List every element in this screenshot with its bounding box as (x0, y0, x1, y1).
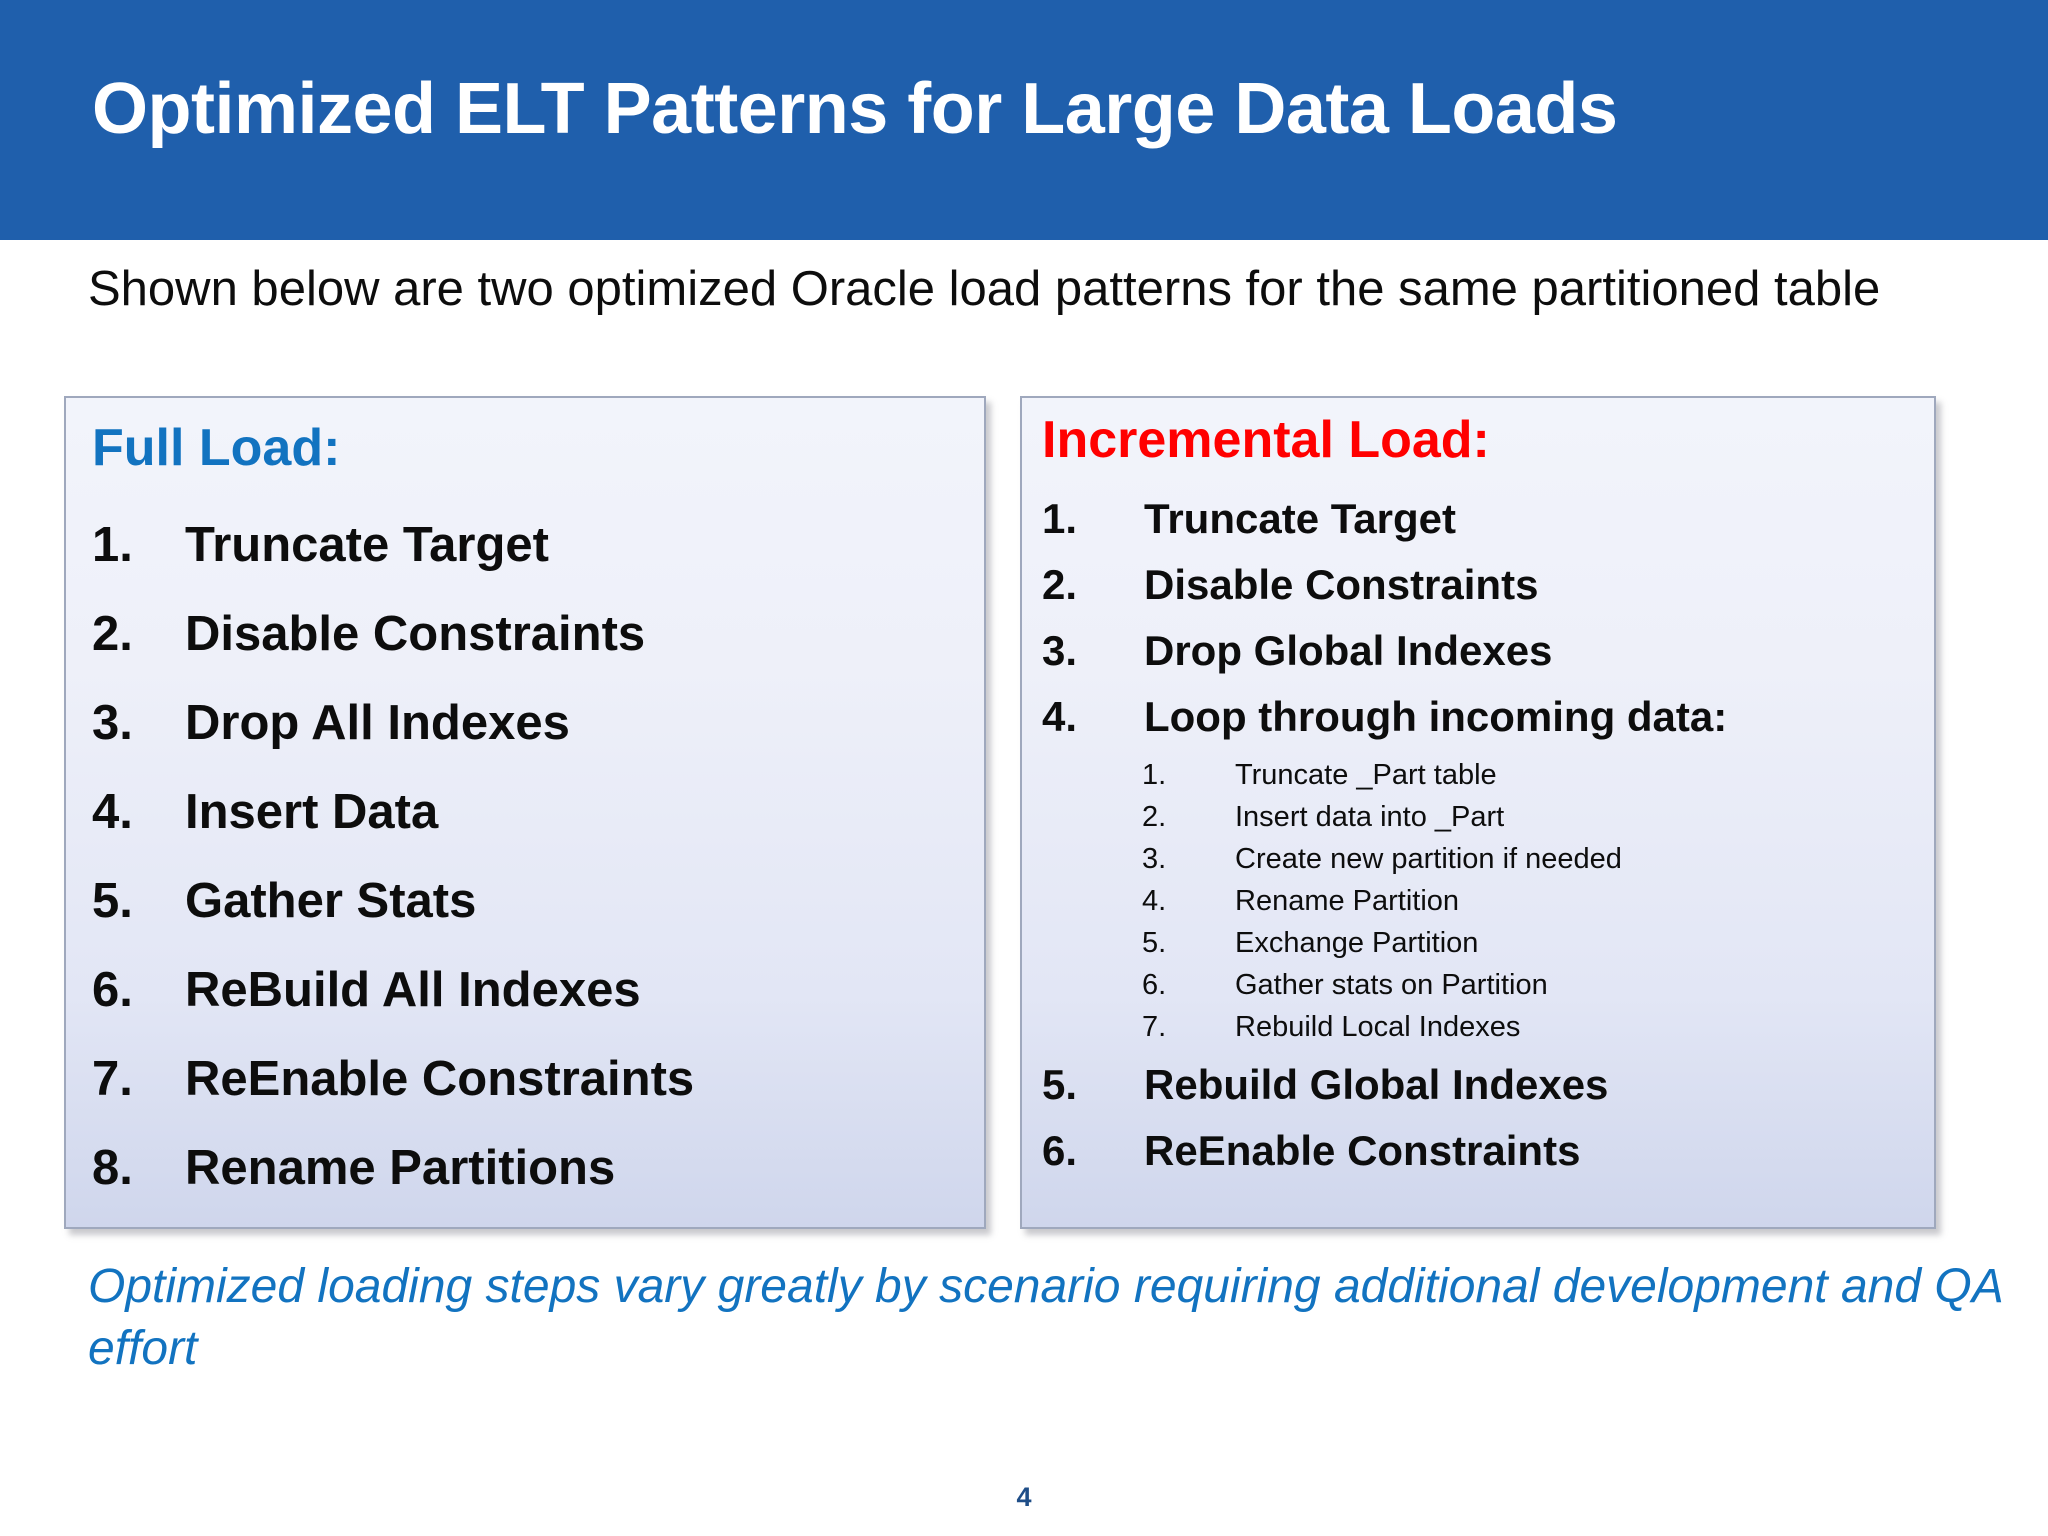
substep-label: Rebuild Local Indexes (1235, 1011, 1521, 1043)
list-item: 6. Gather stats on Partition (1142, 966, 1922, 1008)
list-item: 2. Disable Constraints (92, 600, 962, 689)
step-label: Truncate Target (185, 518, 549, 572)
slide-title: Optimized ELT Patterns for Large Data Lo… (92, 69, 1618, 149)
page-number: 4 (1016, 1482, 1032, 1512)
step-label: Insert Data (185, 785, 439, 839)
step-number: 8. (92, 1141, 133, 1195)
full-load-panel: Full Load: 1. Truncate Target 2. Disable… (64, 396, 986, 1229)
step-number: 3. (1042, 627, 1078, 674)
loop-substep-list: 1. Truncate _Part table 2. Insert data i… (1142, 756, 1922, 1050)
step-label: Drop All Indexes (185, 696, 570, 750)
list-item: 4. Loop through incoming data: (1042, 688, 1922, 754)
step-label: Rebuild Global Indexes (1144, 1061, 1609, 1108)
list-item: 5. Exchange Partition (1142, 924, 1922, 966)
substep-label: Truncate _Part table (1235, 759, 1497, 791)
step-number: 3. (92, 696, 133, 750)
full-load-step-list: 1. Truncate Target 2. Disable Constraint… (92, 511, 962, 1223)
list-item: 2. Disable Constraints (1042, 556, 1922, 622)
step-number: 6. (1042, 1127, 1078, 1174)
step-label: Disable Constraints (1144, 561, 1539, 608)
step-label: Gather Stats (185, 874, 477, 928)
list-item: 1. Truncate _Part table (1142, 756, 1922, 798)
list-item: 3. Drop Global Indexes (1042, 622, 1922, 688)
step-number: 6. (92, 963, 133, 1017)
lead-in-text: Shown below are two optimized Oracle loa… (88, 262, 1881, 316)
substep-label: Create new partition if needed (1235, 843, 1622, 875)
step-label: Truncate Target (1144, 495, 1456, 542)
substep-number: 1. (1142, 759, 1167, 791)
list-item: 1. Truncate Target (92, 511, 962, 600)
list-item: 2. Insert data into _Part (1142, 798, 1922, 840)
step-number: 5. (92, 874, 133, 928)
substep-label: Exchange Partition (1235, 927, 1479, 959)
step-label: ReEnable Constraints (1144, 1127, 1581, 1174)
step-label: ReBuild All Indexes (185, 963, 641, 1017)
substep-number: 5. (1142, 927, 1167, 959)
closing-note: Optimized loading steps vary greatly by … (88, 1260, 2002, 1376)
list-item: 3. Create new partition if needed (1142, 840, 1922, 882)
step-label: Loop through incoming data: (1144, 693, 1728, 740)
step-number: 4. (1042, 693, 1078, 740)
list-item: 4. Insert Data (92, 778, 962, 867)
incremental-load-step-list: 1. Truncate Target 2. Disable Constraint… (1042, 490, 1922, 1188)
list-item: 5. Rebuild Global Indexes (1042, 1056, 1922, 1122)
step-number: 4. (92, 785, 133, 839)
step-label: ReEnable Constraints (185, 1052, 695, 1106)
list-item: 8. Rename Partitions (92, 1134, 962, 1223)
substep-label: Insert data into _Part (1235, 801, 1505, 833)
list-item: 7. Rebuild Local Indexes (1142, 1008, 1922, 1050)
step-label: Disable Constraints (185, 607, 646, 661)
list-item: 5. Gather Stats (92, 867, 962, 956)
list-item: 4. Rename Partition (1142, 882, 1922, 924)
step-label: Rename Partitions (185, 1141, 616, 1195)
title-band: Optimized ELT Patterns for Large Data Lo… (0, 0, 2048, 240)
step-number: 7. (92, 1052, 133, 1106)
substep-number: 4. (1142, 885, 1167, 917)
incremental-load-heading: Incremental Load: (1042, 411, 1490, 469)
substep-label: Rename Partition (1235, 885, 1460, 917)
step-number: 2. (92, 607, 133, 661)
substep-number: 6. (1142, 969, 1167, 1001)
substep-number: 2. (1142, 801, 1167, 833)
list-item: 1. Truncate Target (1042, 490, 1922, 556)
substep-number: 3. (1142, 843, 1167, 875)
step-label: Drop Global Indexes (1144, 627, 1553, 674)
list-item: 6. ReEnable Constraints (1042, 1122, 1922, 1188)
step-number: 1. (92, 518, 133, 572)
step-number: 2. (1042, 561, 1078, 608)
list-item: 3. Drop All Indexes (92, 689, 962, 778)
substep-label: Gather stats on Partition (1235, 969, 1548, 1001)
full-load-heading: Full Load: (92, 419, 341, 477)
list-item: 7. ReEnable Constraints (92, 1045, 962, 1134)
substep-number: 7. (1142, 1011, 1167, 1043)
list-item: 6. ReBuild All Indexes (92, 956, 962, 1045)
incremental-load-panel: Incremental Load: 1. Truncate Target 2. … (1020, 396, 1936, 1229)
step-number: 5. (1042, 1061, 1078, 1108)
step-number: 1. (1042, 495, 1078, 542)
